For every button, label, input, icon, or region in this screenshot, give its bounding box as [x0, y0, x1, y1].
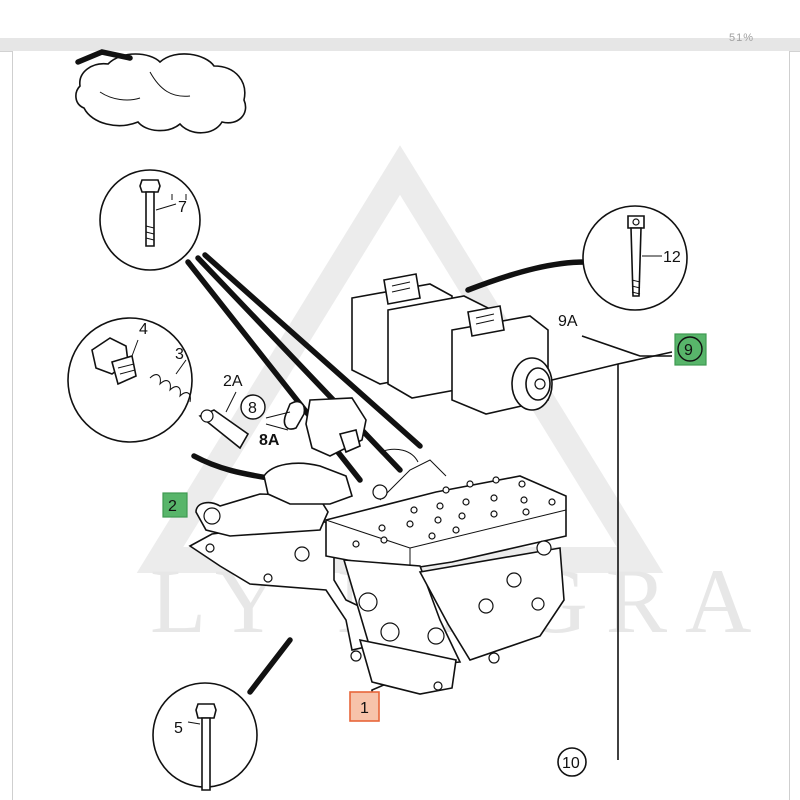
label-9a: 9A — [558, 313, 578, 330]
detail-circle-5 — [152, 682, 258, 791]
detail-circle-12 — [582, 205, 688, 311]
label-10: 10 — [562, 755, 580, 772]
manifold-ports — [352, 476, 556, 548]
label-4: 4 — [139, 321, 148, 338]
solenoid-valve-assembly — [351, 273, 553, 415]
label-12: 12 — [663, 249, 681, 266]
label-1: 1 — [360, 700, 369, 717]
label-8: 8 — [248, 400, 257, 417]
highlight-2[interactable] — [162, 492, 188, 518]
label-5: 5 — [174, 720, 183, 737]
detail-circle-7 — [99, 169, 201, 271]
detail-circle-10 — [557, 747, 587, 777]
label-3: 3 — [175, 346, 184, 363]
leader-lines — [185, 252, 673, 760]
label-7: 7 — [178, 199, 187, 216]
zoom-readout[interactable]: 51% — [728, 32, 754, 44]
valve-body — [188, 448, 567, 695]
highlight-9[interactable] — [674, 333, 707, 366]
label-2: 2 — [168, 498, 177, 515]
label-8-circle — [240, 394, 266, 420]
detail-circle-valve — [67, 317, 367, 457]
highlight-9-circle — [677, 336, 703, 362]
label-2a: 2A — [223, 373, 243, 390]
label-8a: 8A — [259, 432, 280, 449]
label-9: 9 — [684, 342, 693, 359]
bolt-holes — [203, 484, 552, 691]
highlight-1[interactable] — [349, 691, 380, 722]
cropped-part-top — [75, 49, 247, 134]
